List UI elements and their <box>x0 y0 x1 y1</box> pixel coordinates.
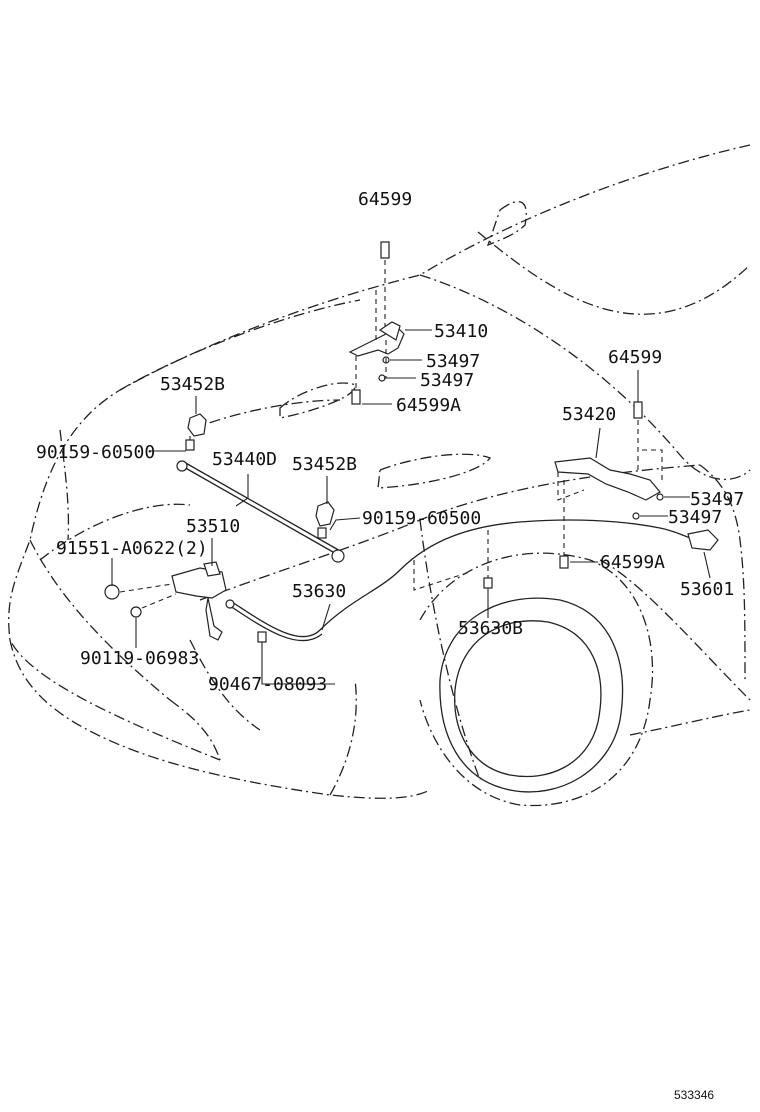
label-90159-mid: 90159-60500 <box>362 508 481 529</box>
label-53630B: 53630B <box>458 618 523 639</box>
label-91551: 91551-A0622(2) <box>56 538 208 559</box>
label-53420: 53420 <box>562 404 616 425</box>
label-53497-a: 53497 <box>426 351 480 372</box>
label-90467: 90467-08093 <box>208 674 327 695</box>
label-53497-b: 53497 <box>420 370 474 391</box>
label-53630: 53630 <box>292 581 346 602</box>
stopper-mid <box>315 501 335 539</box>
label-53440D: 53440D <box>212 449 277 470</box>
hood-hinge-right <box>554 401 664 569</box>
label-64599A-left: 64599A <box>396 395 461 416</box>
leader-lines <box>111 329 711 685</box>
label-53410: 53410 <box>434 321 488 342</box>
label-53452B-left: 53452B <box>160 374 225 395</box>
part-labels: 64599 53410 53497 53497 64599A 53452B 90… <box>36 189 744 1102</box>
release-cable <box>225 519 719 643</box>
hood-lock <box>104 561 227 641</box>
label-53497-d: 53497 <box>668 507 722 528</box>
hood-hinge-left <box>348 241 405 405</box>
label-64599A-right: 64599A <box>600 552 665 573</box>
label-53452B-mid: 53452B <box>292 454 357 475</box>
label-53497-c: 53497 <box>690 489 744 510</box>
hood-support-rod <box>176 460 345 563</box>
stopper-left <box>185 413 207 451</box>
label-90159-left: 90159-60500 <box>36 442 155 463</box>
label-64599-right: 64599 <box>608 347 662 368</box>
label-90119: 90119-06983 <box>80 648 199 669</box>
car-body-outline <box>8 144 751 807</box>
label-53601: 53601 <box>680 579 734 600</box>
label-64599-top: 64599 <box>358 189 412 210</box>
label-53510: 53510 <box>186 516 240 537</box>
figure-reference: 533346 <box>674 1088 714 1102</box>
